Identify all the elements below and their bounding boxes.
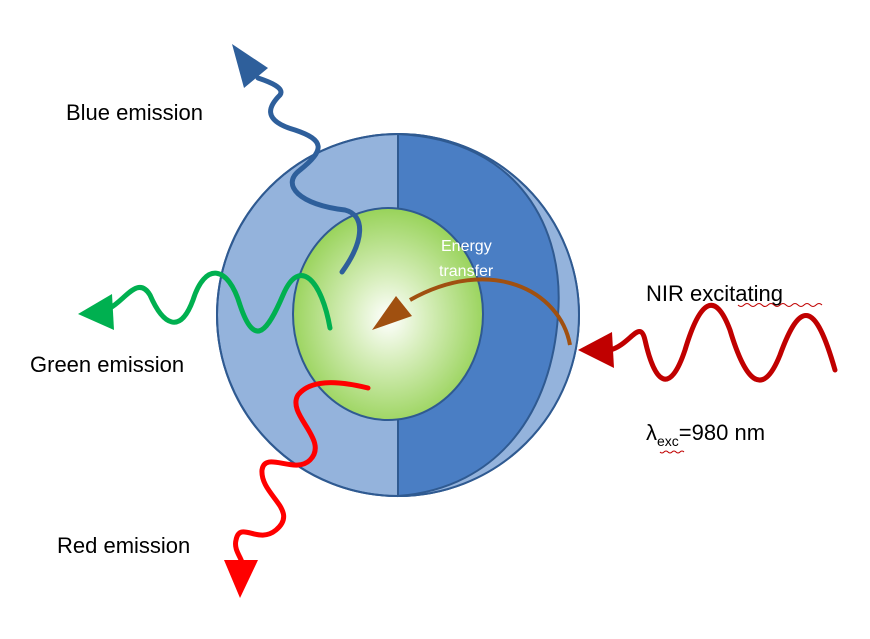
- red-arrow-head-icon: [224, 560, 258, 598]
- energy-arrow-head-icon: [372, 296, 412, 330]
- excitation-wavelength: λexc=980 nm: [646, 420, 765, 449]
- energy-transfer-label-1: Energy: [441, 238, 492, 255]
- lambda-symbol: λ: [646, 420, 657, 445]
- green-emission-label: Green emission: [30, 352, 184, 377]
- energy-transfer-label-2: transfer: [439, 263, 494, 280]
- nir-excitation-label: NIR excitating: [646, 281, 783, 306]
- red-emission-wave: [233, 380, 371, 571]
- red-emission-label: Red emission: [57, 533, 190, 558]
- green-arrow-head-icon: [78, 294, 114, 330]
- nir-arrow-head-icon: [578, 332, 614, 368]
- nir-excitation-wave: [607, 303, 838, 383]
- nir-spellcheck-underline: [737, 303, 823, 307]
- blue-emission-wave: [255, 75, 363, 275]
- lambda-subscript: exc: [657, 433, 679, 449]
- blue-arrow-head-icon: [232, 44, 268, 88]
- exc-spellcheck-underline: [659, 450, 685, 454]
- energy-transfer-arrow: [409, 277, 572, 346]
- lambda-value: =980 nm: [679, 420, 765, 445]
- blue-emission-label: Blue emission: [66, 100, 203, 125]
- green-emission-wave: [107, 270, 333, 334]
